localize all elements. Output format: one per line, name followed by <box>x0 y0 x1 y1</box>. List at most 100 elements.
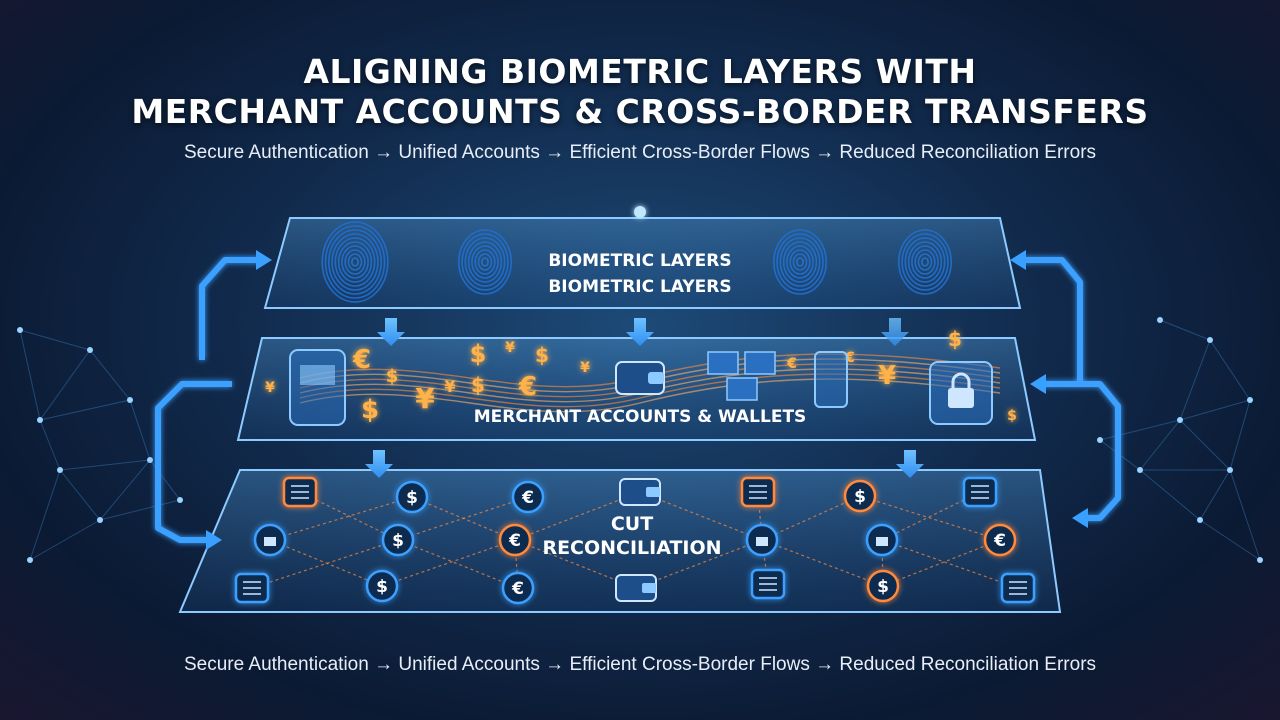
fingerprint-icon <box>897 229 953 295</box>
network-link <box>19 329 91 351</box>
reconciliation-node: $ <box>843 479 877 513</box>
network-link <box>19 329 41 421</box>
network-link <box>29 469 61 561</box>
down-arrow-right-mid <box>896 450 924 478</box>
network-node <box>17 327 23 333</box>
currency-symbol: € <box>352 345 371 375</box>
flow-wave <box>299 378 1001 413</box>
biometric-label-2: BIOMETRIC LAYERS <box>548 277 731 297</box>
currency-symbol: ¥ <box>878 361 896 391</box>
reconciliation-node: € <box>501 571 535 605</box>
network-link <box>99 499 181 521</box>
reconciliation-node: € <box>498 523 532 557</box>
network-node <box>27 557 33 563</box>
currency-symbol: $ <box>471 373 485 397</box>
currency-symbol: ¥ <box>265 380 275 396</box>
merchant-layer-panel: €$¥$¥$¥$¥$€¥€¥$€$ MERCHANT ACCOUNTS & WA… <box>236 327 1037 441</box>
network-link <box>1229 399 1251 471</box>
svg-text:$: $ <box>406 488 418 508</box>
network-node <box>1257 557 1263 563</box>
reconciliation-nodes: $ € $ $ € € $ € $ <box>234 476 1036 605</box>
title-line-1: ALIGNING BIOMETRIC LAYERS WITH <box>303 52 977 91</box>
network-link <box>1229 469 1261 561</box>
biometric-layer-panel: BIOMETRIC LAYERS BIOMETRIC LAYERS <box>263 217 1022 309</box>
merchant-currency-symbols: €$¥$¥$¥$¥$€¥€¥$€$ <box>265 327 1017 425</box>
biometric-panel-shape <box>263 217 1022 309</box>
network-link <box>129 399 151 461</box>
network-link <box>39 349 91 421</box>
svg-text:$: $ <box>392 531 404 551</box>
side-loop-arrows <box>155 257 1121 543</box>
reconciliation-node: $ <box>395 480 429 514</box>
network-link <box>99 459 151 521</box>
network-node <box>37 417 43 423</box>
currency-symbol: € <box>786 356 797 372</box>
reconciliation-link <box>269 496 413 541</box>
network-node <box>1177 417 1183 423</box>
fingerprint-icon <box>772 229 828 295</box>
arrow-head-4 <box>1030 374 1046 394</box>
network-link <box>1139 419 1181 471</box>
reconciliation-label-1: CUT <box>611 513 653 535</box>
side-arrow-heads <box>206 250 1088 550</box>
subtitle-top: Secure Authentication → Unified Accounts… <box>183 142 1097 163</box>
currency-symbol: $ <box>948 327 962 351</box>
reconciliation-layer-panel: $ € $ $ € € $ € $ CUT RECONCILIATION <box>178 469 1062 613</box>
network-link <box>39 399 131 421</box>
svg-text:€: € <box>521 488 534 508</box>
currency-symbol: $ <box>386 366 399 387</box>
network-link <box>1139 469 1201 521</box>
right-loop-arrow-upper <box>1020 257 1083 382</box>
network-node <box>127 397 133 403</box>
currency-symbol: € <box>518 372 537 402</box>
network-link <box>59 459 151 471</box>
network-node <box>1207 337 1213 343</box>
reconciliation-node: $ <box>866 569 900 603</box>
network-node <box>1137 467 1143 473</box>
network-node <box>147 457 153 463</box>
currency-symbol: $ <box>470 340 487 368</box>
network-link <box>1209 339 1251 401</box>
reconciliation-node <box>740 476 776 508</box>
network-link <box>59 469 101 521</box>
arrow-head-2 <box>206 530 222 550</box>
reconciliation-link <box>514 491 641 541</box>
svg-text:€: € <box>508 531 521 551</box>
network-link <box>39 419 61 471</box>
network-node <box>1227 467 1233 473</box>
network-node <box>1247 397 1253 403</box>
currency-symbol: $ <box>1007 408 1017 424</box>
network-link <box>1179 419 1231 471</box>
svg-text:$: $ <box>376 577 388 597</box>
left-loop-arrow-lower <box>155 381 232 543</box>
reconciliation-label-2: RECONCILIATION <box>542 537 721 559</box>
currency-symbol: ¥ <box>505 340 515 356</box>
fingerprint-icon <box>321 221 389 303</box>
currency-symbol: ¥ <box>580 360 590 376</box>
svg-text:€: € <box>993 531 1006 551</box>
phone-lock-icon <box>929 361 993 425</box>
reconciliation-link <box>881 539 1019 589</box>
reconciliation-node <box>745 523 779 557</box>
network-link <box>89 349 131 401</box>
network-node <box>1157 317 1163 323</box>
network-link <box>29 519 101 561</box>
right-loop-arrow-lower <box>1040 381 1121 521</box>
network-node <box>97 517 103 523</box>
reconciliation-node <box>615 574 657 602</box>
down-arrow-left-mid <box>365 450 393 478</box>
currency-symbol: $ <box>535 343 549 367</box>
reconciliation-node: $ <box>365 569 399 603</box>
reconciliation-node <box>1000 572 1036 604</box>
network-link <box>1179 339 1211 421</box>
network-node <box>57 467 63 473</box>
reconciliation-node: $ <box>381 523 415 557</box>
wallet-icon <box>615 361 665 395</box>
reconciliation-link <box>859 495 1001 541</box>
arrow-head-5 <box>1072 508 1088 528</box>
network-link <box>1199 469 1231 521</box>
reconciliation-node <box>619 478 661 506</box>
reconciliation-node: € <box>511 480 545 514</box>
left-loop-arrow-upper <box>199 257 262 360</box>
